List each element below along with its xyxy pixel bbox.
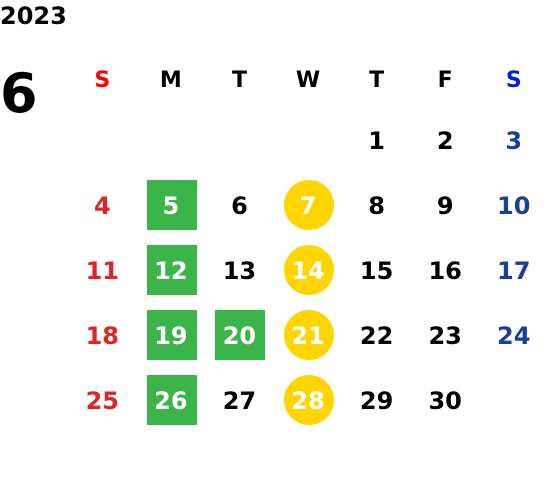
day-number: 29	[359, 386, 394, 415]
green-square-marker	[146, 375, 197, 425]
day-number: 13	[222, 256, 257, 285]
day-number: 6	[231, 191, 248, 220]
green-square-marker	[215, 310, 266, 360]
day-cell[interactable]: 3	[479, 108, 548, 173]
day-cell[interactable]: 5	[137, 173, 206, 238]
day-cell[interactable]: 14	[274, 238, 343, 303]
green-square-marker	[146, 180, 197, 230]
week-row: 4 5 6 7 8 9 10	[68, 173, 548, 238]
yellow-circle-marker	[283, 310, 334, 360]
day-cell[interactable]: 26	[137, 368, 206, 433]
day-number: 14	[291, 256, 325, 285]
weekday-header: T	[231, 67, 247, 93]
empty-day-cell	[137, 108, 206, 173]
day-cell[interactable]: 16	[411, 238, 480, 303]
day-cell[interactable]: 18	[68, 303, 137, 368]
day-number: 20	[222, 321, 257, 350]
day-number: 9	[436, 191, 454, 220]
day-number: 24	[497, 321, 531, 350]
day-cell[interactable]: 23	[411, 303, 480, 368]
day-cell[interactable]: 9	[411, 173, 480, 238]
day-number: 21	[291, 321, 325, 350]
day-number: 30	[428, 386, 462, 415]
day-cell[interactable]: 20	[205, 303, 274, 368]
empty-day-cell	[479, 368, 548, 433]
day-cell[interactable]: 19	[137, 303, 206, 368]
empty-day-cell	[68, 108, 137, 173]
day-cell[interactable]: 2	[411, 108, 480, 173]
day-cell[interactable]: 1	[342, 108, 411, 173]
day-cell[interactable]: 17	[479, 238, 548, 303]
weekday-header: S	[505, 67, 522, 93]
day-number: 7	[299, 191, 317, 220]
day-number: 1	[368, 126, 385, 155]
weekday-header: F	[437, 67, 453, 93]
day-number: 5	[162, 191, 180, 220]
week-row: 25 26 27 28 29 30	[68, 368, 548, 433]
day-number: 3	[505, 126, 523, 155]
day-number: 4	[93, 191, 111, 220]
day-cell[interactable]: 29	[342, 368, 411, 433]
day-number: 2	[436, 126, 454, 155]
week-row: 1 2 3	[68, 108, 548, 173]
day-cell[interactable]: 6	[205, 173, 274, 238]
day-cell[interactable]: 8	[342, 173, 411, 238]
day-cell[interactable]: 21	[274, 303, 343, 368]
day-number: 16	[428, 256, 462, 285]
day-number: 15	[359, 256, 394, 285]
day-cell[interactable]: 27	[205, 368, 274, 433]
year-label: 2023	[0, 2, 67, 30]
day-number: 26	[154, 386, 188, 415]
day-cell[interactable]: 7	[274, 173, 343, 238]
day-number: 12	[154, 256, 188, 285]
week-row: 18 19 20 21 22 23 24	[68, 303, 548, 368]
day-cell[interactable]: 10	[479, 173, 548, 238]
day-number: 17	[497, 256, 531, 285]
weekday-header: W	[295, 67, 321, 93]
day-cell[interactable]: 24	[479, 303, 548, 368]
green-square-marker	[146, 310, 197, 360]
day-cell[interactable]: 4	[68, 173, 137, 238]
day-cell[interactable]: 30	[411, 368, 480, 433]
day-number: 22	[359, 321, 394, 350]
day-cell[interactable]: 28	[274, 368, 343, 433]
weekday-header: T	[369, 67, 385, 93]
day-number: 23	[428, 321, 462, 350]
weekday-header: S	[94, 67, 111, 93]
day-cell[interactable]: 12	[137, 238, 206, 303]
day-number: 28	[291, 386, 325, 415]
month-number: 6	[0, 62, 38, 125]
empty-day-cell	[274, 108, 343, 173]
day-cell[interactable]: 25	[68, 368, 137, 433]
day-number: 25	[85, 386, 119, 415]
yellow-circle-marker	[283, 245, 334, 295]
day-number: 8	[368, 191, 385, 220]
day-number: 10	[497, 191, 531, 220]
day-number: 11	[85, 256, 119, 285]
day-cell[interactable]: 13	[205, 238, 274, 303]
day-number: 27	[222, 386, 257, 415]
day-number: 18	[85, 321, 119, 350]
yellow-circle-marker	[283, 180, 334, 230]
day-number: 19	[154, 321, 188, 350]
day-cell[interactable]: 11	[68, 238, 137, 303]
yellow-circle-marker	[283, 375, 334, 425]
weekday-header: M	[159, 67, 182, 93]
empty-day-cell	[205, 108, 274, 173]
day-cell[interactable]: 15	[342, 238, 411, 303]
day-cell[interactable]: 22	[342, 303, 411, 368]
green-square-marker	[146, 245, 197, 295]
week-row: 11 12 13 14 15 16 17	[68, 238, 548, 303]
